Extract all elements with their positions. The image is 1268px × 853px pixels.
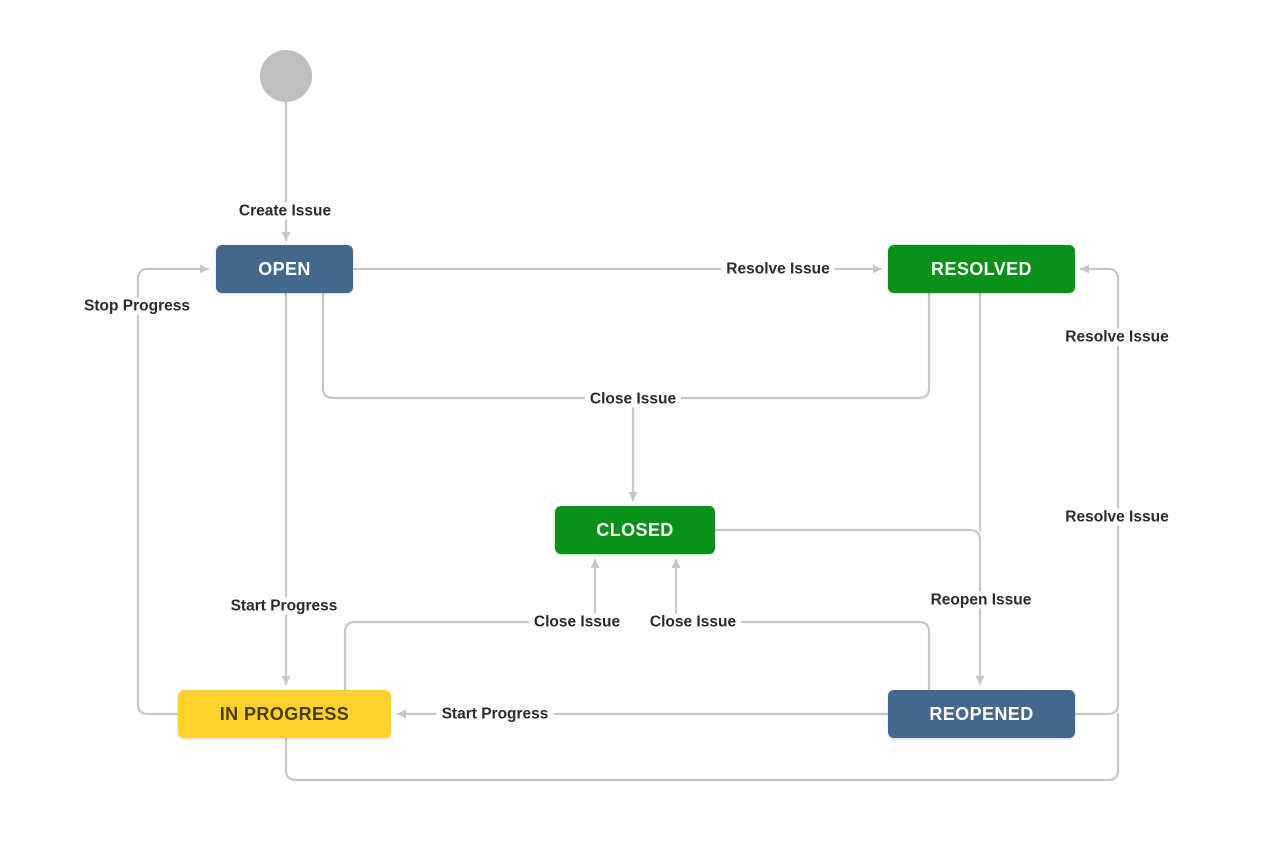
node-closed[interactable]: CLOSED: [555, 506, 715, 554]
edge-label-inprogress-stop: Stop Progress: [79, 297, 195, 315]
edge-label-open-start-progress: Start Progress: [225, 597, 343, 615]
node-resolved-label: RESOLVED: [931, 258, 1032, 279]
edge-inprogress-resolve: [284, 712, 1120, 782]
node-in-progress[interactable]: IN PROGRESS: [178, 690, 391, 738]
edge-reopened-resolve: [1073, 264, 1120, 716]
edge-inprogress-close: [343, 558, 600, 692]
start-node: [260, 50, 312, 102]
node-open-label: OPEN: [258, 258, 311, 279]
edge-label-reopened-start-progress: Start Progress: [436, 705, 554, 723]
edge-label-open-resolve: Resolve Issue: [721, 260, 835, 278]
edge-open-close: [321, 291, 638, 502]
edge-label-inprogress-resolve: Resolve Issue: [1060, 508, 1174, 526]
edge-label-closed-reopen: Reopen Issue: [925, 591, 1037, 609]
node-reopened-label: REOPENED: [929, 703, 1034, 724]
node-in-progress-label: IN PROGRESS: [219, 703, 350, 724]
node-closed-label: CLOSED: [596, 519, 674, 540]
edge-inprogress-stop: [136, 264, 210, 716]
edge-label-reopened-close: Close Issue: [644, 613, 742, 631]
edge-label-inprogress-close: Close Issue: [528, 613, 626, 631]
edge-closed-reopen: [713, 528, 985, 686]
edge-label-create-issue: Create Issue: [233, 202, 337, 220]
node-reopened[interactable]: REOPENED: [888, 690, 1075, 738]
edge-reopened-close: [671, 558, 931, 692]
node-open[interactable]: OPEN: [216, 245, 353, 293]
edge-label-open-close: Close Issue: [584, 390, 682, 408]
node-resolved[interactable]: RESOLVED: [888, 245, 1075, 293]
edge-label-reopened-resolve: Resolve Issue: [1060, 328, 1174, 346]
edge-resolved-close-rail: [631, 291, 931, 400]
